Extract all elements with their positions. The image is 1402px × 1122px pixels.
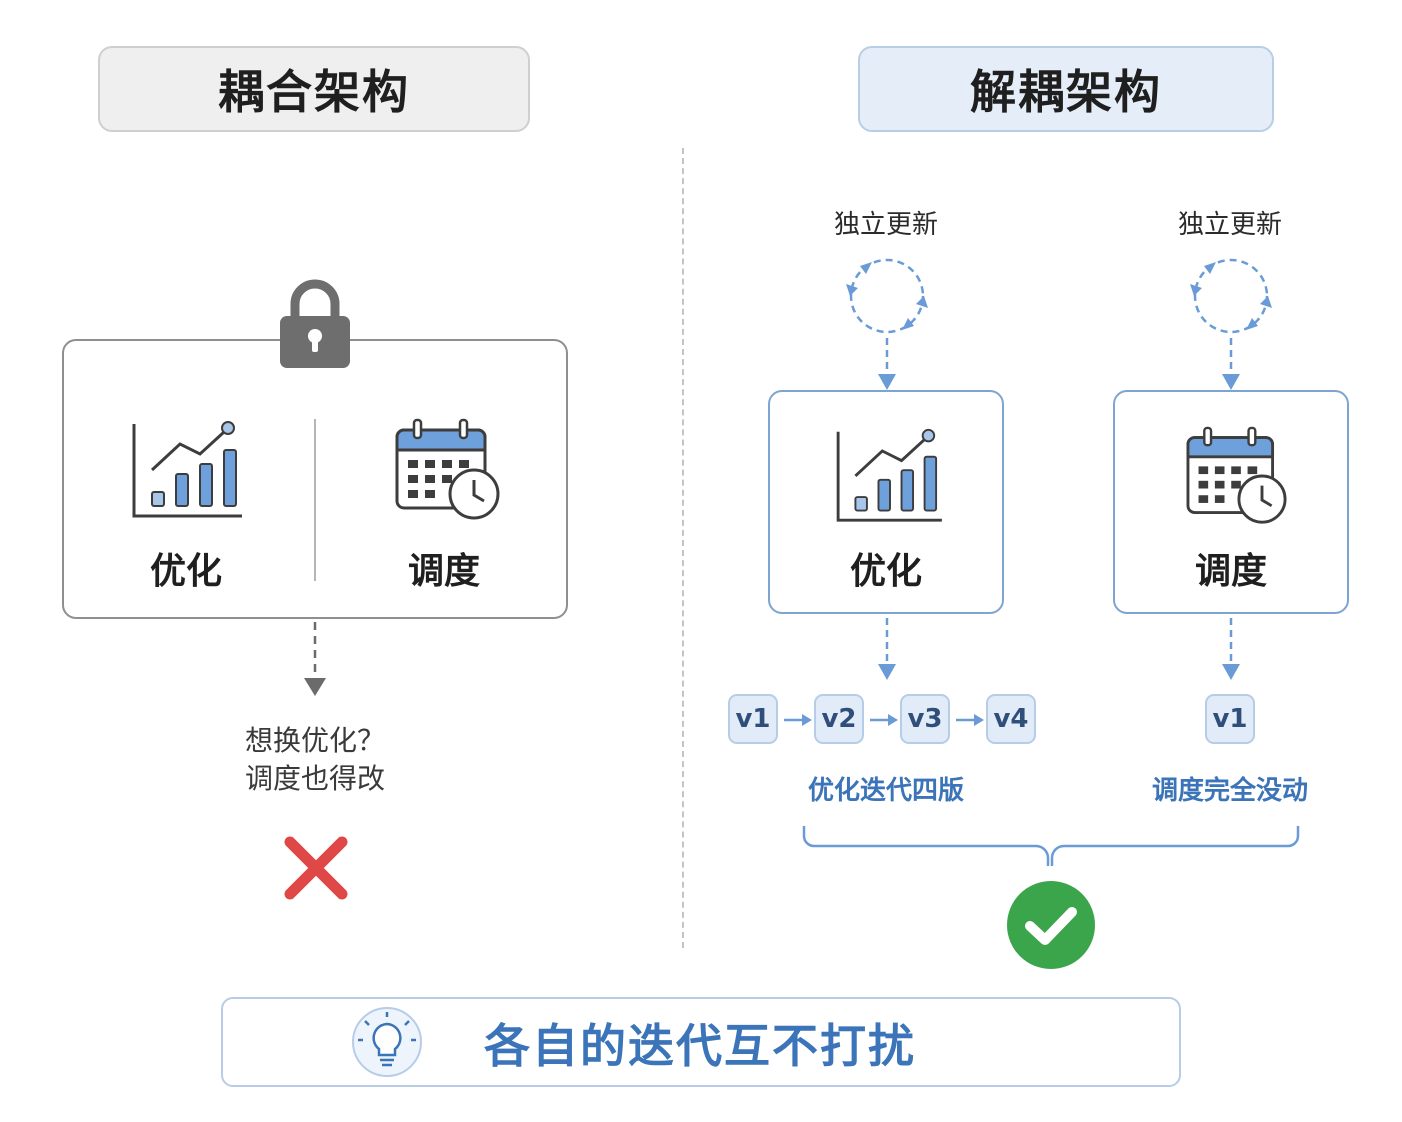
optimize-version-v2: v2 (814, 694, 864, 744)
bar-chart-icon (132, 421, 242, 518)
summary-text: 各自的迭代互不打扰 (484, 1019, 916, 1073)
question-line-2: 调度也得改 (244, 762, 385, 795)
decoupled-architecture-title: 解耦架构 (858, 46, 1274, 132)
version-arrow (956, 714, 984, 726)
version-arrow (784, 714, 812, 726)
independent-update-label-optimize: 独立更新 (833, 210, 938, 240)
coupled-dashed-arrow (304, 622, 326, 696)
coupled-architecture-title: 耦合架构 (98, 46, 530, 132)
question-line-1: 想换优化？ (244, 724, 385, 757)
check-circle-icon (1007, 881, 1095, 969)
cross-icon (284, 836, 348, 900)
optimize-caption: 优化迭代四版 (807, 776, 964, 806)
schedule-down-arrow (1222, 618, 1240, 680)
center-divider (682, 148, 684, 948)
optimize-down-arrow (878, 618, 896, 680)
optimize-version-v1: v1 (728, 694, 778, 744)
schedule-version-v1: v1 (1205, 694, 1255, 744)
calendar-clock-icon (395, 418, 500, 520)
coupled-separator (314, 419, 316, 581)
refresh-cycle-icon (846, 258, 928, 390)
coupled-optimize-label: 优化 (149, 551, 222, 592)
calendar-clock-icon (1186, 426, 1287, 524)
lock-icon (280, 279, 350, 368)
refresh-cycle-icon (1190, 258, 1272, 390)
bar-chart-icon (836, 428, 942, 522)
version-arrow (870, 714, 898, 726)
coupled-question: 想换优化？ 调度也得改 (200, 722, 430, 798)
grouping-brace (802, 826, 1300, 866)
optimize-version-v3: v3 (900, 694, 950, 744)
lightbulb-icon (352, 1007, 422, 1077)
independent-update-label-schedule: 独立更新 (1177, 210, 1282, 240)
decoupled-optimize-label: 优化 (849, 551, 922, 592)
decoupled-schedule-label: 调度 (1194, 551, 1267, 592)
schedule-caption: 调度完全没动 (1151, 776, 1308, 806)
optimize-version-v4: v4 (986, 694, 1036, 744)
coupled-schedule-label: 调度 (407, 551, 480, 592)
